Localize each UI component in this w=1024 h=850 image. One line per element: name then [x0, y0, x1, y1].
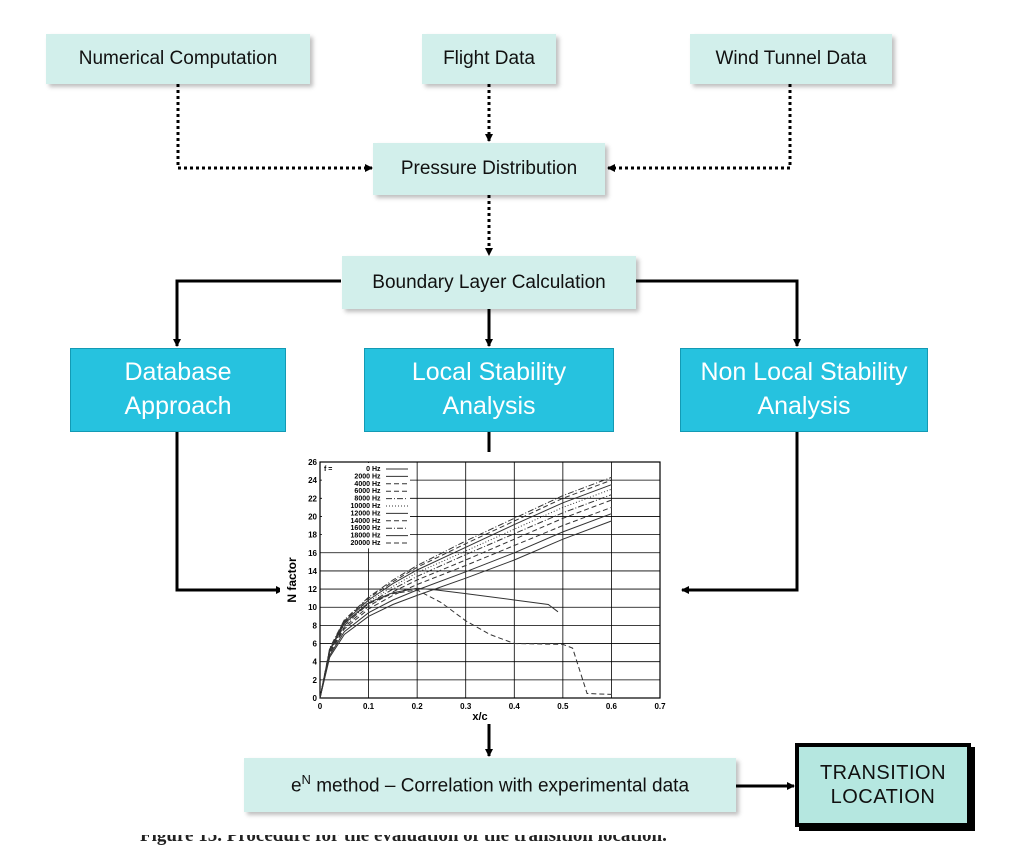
- chart-legend-unit: Hz: [372, 525, 381, 532]
- chart-legend-prefix: f =: [324, 466, 332, 473]
- wind-tunnel-data-box: Wind Tunnel Data: [690, 34, 892, 84]
- en-method-box: eN method – Correlation with experimenta…: [244, 758, 736, 812]
- chart-x-tick-label: 0.2: [412, 702, 424, 711]
- chart-legend-unit: Hz: [372, 466, 381, 473]
- chart-legend-unit: Hz: [372, 481, 381, 488]
- chart-y-tick-label: 16: [308, 549, 317, 558]
- boundary-layer-label: Boundary Layer Calculation: [372, 271, 606, 293]
- connector-boundary-to-database: [173, 279, 341, 347]
- connector-nonlocal-to-chart: [681, 432, 799, 594]
- transition-location-box: TRANSITION LOCATION: [795, 743, 971, 827]
- chart-legend-entry: 8000: [354, 496, 370, 503]
- chart-series-line: [319, 479, 612, 699]
- chart-y-tick-label: 20: [308, 512, 317, 521]
- en-method-label: eN method – Correlation with experimenta…: [290, 771, 690, 797]
- chart-x-tick-label: 0.1: [363, 702, 375, 711]
- chart-y-tick-label: 12: [308, 585, 317, 594]
- connector-database-to-chart: [175, 432, 284, 594]
- chart-legend-unit: Hz: [372, 496, 381, 503]
- chart-y-tick-label: 2: [313, 676, 318, 685]
- chart-y-tick-label: 8: [313, 621, 318, 630]
- chart-legend-unit: Hz: [372, 533, 381, 540]
- chart-legend-unit: Hz: [372, 540, 381, 547]
- wind-tunnel-data-label: Wind Tunnel Data: [715, 48, 867, 70]
- chart-legend-entry: 6000: [354, 488, 370, 495]
- nonlocal-stability-box: Non Local Stability Analysis: [680, 348, 928, 432]
- pressure-distribution-box: Pressure Distribution: [373, 143, 605, 195]
- boundary-layer-box: Boundary Layer Calculation: [342, 256, 636, 309]
- chart-x-tick-label: 0: [318, 702, 323, 711]
- pressure-distribution-label: Pressure Distribution: [400, 158, 578, 180]
- numerical-computation-label: Numerical Computation: [78, 48, 278, 70]
- chart-legend-unit: Hz: [372, 488, 381, 495]
- chart-series-line: [319, 476, 612, 699]
- chart-y-tick-label: 14: [308, 567, 317, 576]
- chart-x-tick-label: 0.6: [606, 702, 618, 711]
- nonlocal-stability-label: Non Local Stability Analysis: [700, 358, 908, 420]
- chart-legend-entry: 10000: [351, 503, 371, 510]
- database-approach-box: Database Approach: [70, 348, 286, 432]
- database-approach-label: Database Approach: [124, 358, 232, 420]
- chart-frame: [319, 461, 661, 699]
- figure-caption: Figure 15. Procedure for the evaluation …: [140, 835, 940, 850]
- chart-legend-entry: 2000: [354, 473, 370, 480]
- flight-data-box: Flight Data: [422, 34, 556, 84]
- figure-caption-text: Figure 15. Procedure for the evaluation …: [140, 835, 667, 846]
- chart-legend-entry: 4000: [354, 481, 370, 488]
- chart-series-line: [319, 494, 612, 699]
- chart-y-tick-label: 10: [308, 603, 317, 612]
- local-stability-label: Local Stability Analysis: [411, 358, 567, 420]
- numerical-computation-box: Numerical Computation: [46, 34, 310, 84]
- chart-legend-unit: Hz: [372, 518, 381, 525]
- chart-legend-entry: 12000: [351, 510, 371, 517]
- chart-y-tick-label: 4: [313, 658, 318, 667]
- chart-y-tick-label: 18: [308, 531, 317, 540]
- chart-x-tick-label: 0.4: [509, 702, 521, 711]
- connector-numerical-to-pressure: [176, 84, 373, 172]
- chart-y-tick-label: 24: [308, 476, 317, 485]
- en-method-rest: method – Correlation with experimental d…: [310, 775, 690, 797]
- connector-boundary-to-nonlocal: [636, 279, 801, 347]
- chart-x-tick-label: 0.7: [654, 702, 666, 711]
- chart-legend-entry: 18000: [351, 533, 371, 540]
- chart-legend-entry: 14000: [351, 518, 371, 525]
- connector-wind-to-pressure: [607, 84, 792, 172]
- chart-legend-unit: Hz: [372, 503, 381, 510]
- chart-x-tick-label: 0.3: [460, 702, 472, 711]
- chart-series-line: [319, 587, 559, 699]
- en-method-prefix: e: [290, 775, 302, 797]
- transition-location-label: TRANSITION LOCATION: [819, 762, 947, 808]
- chart-legend-unit: Hz: [372, 510, 381, 517]
- chart-legend-entry: 20000: [351, 540, 371, 547]
- chart-x-tick-label: 0.5: [557, 702, 569, 711]
- chart-y-tick-label: 0: [313, 694, 318, 703]
- chart-y-tick-label: 26: [308, 458, 317, 467]
- chart-series-line: [319, 513, 612, 699]
- chart-series-line: [319, 520, 612, 699]
- chart-series-line: [319, 589, 612, 699]
- flight-data-label: Flight Data: [443, 48, 535, 70]
- en-method-superscript: N: [301, 771, 311, 787]
- chart-y-tick-label: 22: [308, 494, 317, 503]
- chart-legend-entry: 0: [366, 466, 370, 473]
- chart-y-tick-label: 6: [313, 640, 318, 649]
- local-stability-box: Local Stability Analysis: [364, 348, 614, 432]
- chart-x-axis-label: x/c: [472, 711, 487, 722]
- chart-legend-unit: Hz: [372, 473, 381, 480]
- chart-legend-entry: 16000: [351, 525, 371, 532]
- chart-y-axis-label: N factor: [285, 557, 299, 603]
